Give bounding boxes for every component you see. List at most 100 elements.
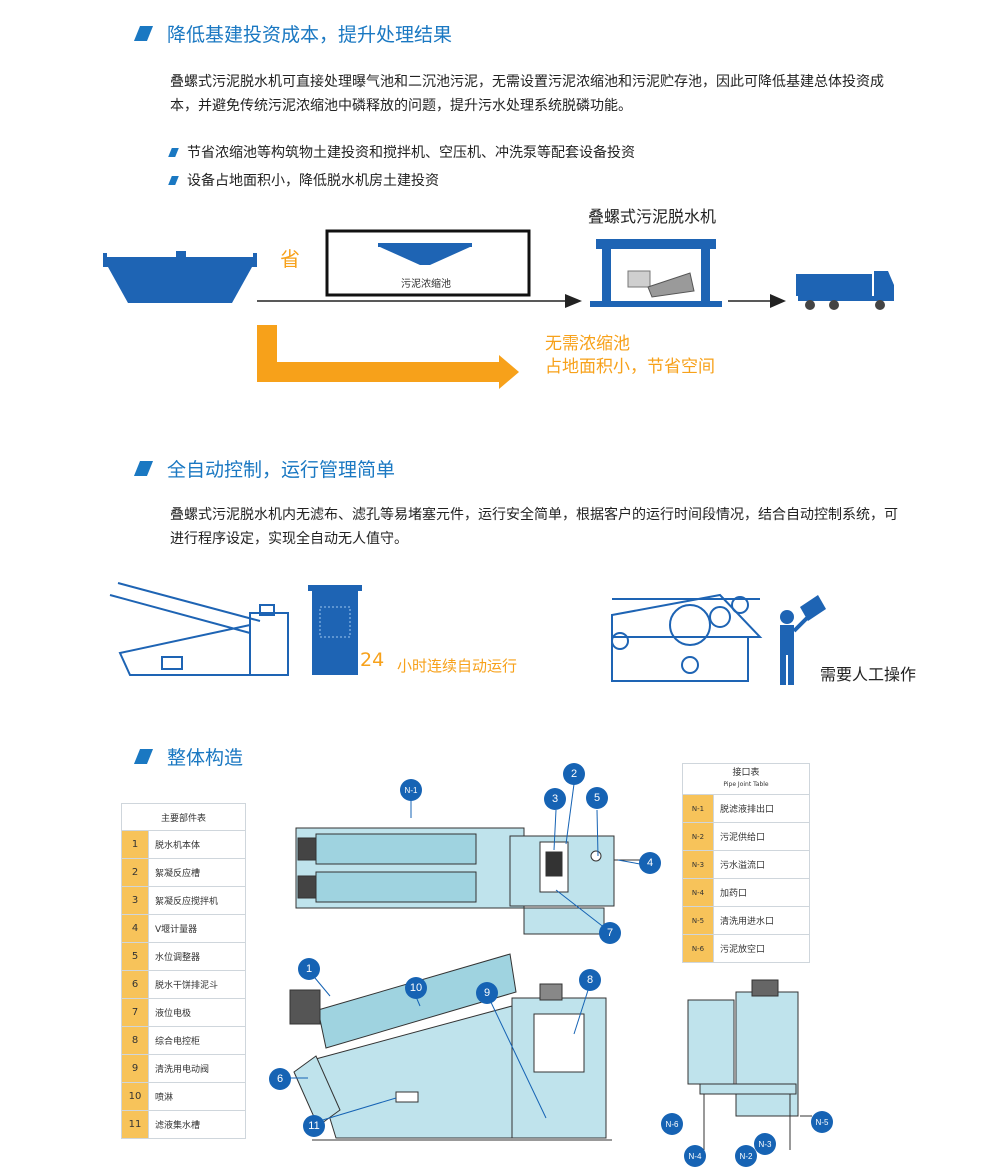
- row-num: 11: [121, 1110, 149, 1139]
- section1-title: 降低基建投资成本，提升处理结果: [133, 20, 453, 47]
- section1-paragraph: 叠螺式污泥脱水机可直接处理曝气池和二沉池污泥，无需设置污泥浓缩池和污泥贮存池，因…: [170, 74, 884, 114]
- row-name: 喷淋: [148, 1082, 246, 1111]
- callout-n2: N-2: [735, 1145, 757, 1167]
- control-cabinet-icon: [308, 585, 362, 675]
- slash-bullet-icon: [168, 175, 179, 185]
- row-name: 加药口: [713, 878, 810, 907]
- thickening-tank-icon: [378, 243, 472, 265]
- callout-n3: N-3: [754, 1133, 776, 1155]
- row-name: 污泥放空口: [713, 934, 810, 963]
- row-num: 3: [121, 886, 149, 915]
- worker-icon: [780, 595, 826, 685]
- callout-2: 2: [563, 763, 585, 785]
- row-name: 絮凝反应搅拌机: [148, 886, 246, 915]
- parts-table-header: 主要部件表: [121, 803, 246, 831]
- hours-unit: 小时连续自动运行: [397, 655, 517, 676]
- screw-press-outline-icon: [109, 582, 289, 676]
- hours-number: 24: [360, 649, 385, 671]
- callout-n1: N-1: [400, 779, 422, 801]
- row-name: 液位电极: [148, 998, 246, 1027]
- section1-title-text: 降低基建投资成本，提升处理结果: [167, 24, 453, 46]
- truck-icon: [796, 271, 894, 310]
- callout-3: 3: [544, 788, 566, 810]
- row-name: 水位调整器: [148, 942, 246, 971]
- row-num: 5: [121, 942, 149, 971]
- save-label: 省: [280, 247, 300, 271]
- bullet-text: 节省浓缩池等构筑物土建投资和搅拌机、空压机、冲洗泵等配套设备投资: [187, 145, 635, 161]
- side-view-drawing: [289, 953, 612, 1141]
- callout-7: 7: [599, 922, 621, 944]
- sedimentation-tank-icon: [103, 251, 257, 303]
- slash-bullet-icon: [133, 461, 154, 476]
- machine-label: 叠螺式污泥脱水机: [588, 207, 717, 226]
- joint-header-cn: 接口表: [732, 768, 760, 778]
- row-num: N-5: [682, 906, 714, 935]
- callout-1: 1: [298, 958, 320, 980]
- callout-4: 4: [639, 852, 661, 874]
- orange-arrow-icon: [257, 325, 519, 389]
- tank-label: 污泥浓缩池: [401, 279, 451, 290]
- callout-5: 5: [586, 787, 608, 809]
- callout-10: 10: [405, 977, 427, 999]
- benefit-line-2: 占地面积小，节省空间: [545, 357, 715, 377]
- row-num: N-6: [682, 934, 714, 963]
- row-num: N-2: [682, 822, 714, 851]
- row-num: 1: [121, 830, 149, 859]
- dewatering-shed-icon: [590, 239, 722, 307]
- row-name: 絮凝反应槽: [148, 858, 246, 887]
- row-name: 污泥供给口: [713, 822, 810, 851]
- callout-9: 9: [476, 982, 498, 1004]
- section2-title-text: 全自动控制，运行管理简单: [167, 459, 396, 481]
- row-num: N-3: [682, 850, 714, 879]
- machine-drawings: [288, 783, 812, 1150]
- thickening-tank-box: [325, 229, 531, 297]
- section3-title: 整体构造: [133, 743, 244, 770]
- section2-paragraph: 叠螺式污泥脱水机内无滤布、滤孔等易堵塞元件，运行安全简单，根据客户的运行时间段情…: [170, 507, 898, 547]
- end-view-drawing: [687, 979, 812, 1150]
- row-name: 脱水干饼排泥斗: [148, 970, 246, 999]
- callout-11: 11: [303, 1115, 325, 1137]
- row-name: 清洗用电动阀: [148, 1054, 246, 1083]
- automation-illustration: [109, 582, 826, 685]
- process-diagram: [103, 229, 894, 389]
- benefit-line-1: 无需浓缩池: [545, 334, 630, 354]
- row-name: 综合电控柜: [148, 1026, 246, 1055]
- row-name: 滤液集水槽: [148, 1110, 246, 1139]
- slash-bullet-icon: [133, 26, 154, 41]
- callout-8: 8: [579, 969, 601, 991]
- section3-title-text: 整体构造: [167, 747, 244, 769]
- section1-bullet-2: 设备占地面积小，降低脱水机房土建投资: [168, 170, 439, 190]
- joint-header-en: Pipe Joint Table: [723, 781, 769, 788]
- row-num: 9: [121, 1054, 149, 1083]
- row-num: 7: [121, 998, 149, 1027]
- belt-press-outline-icon: [611, 593, 763, 682]
- callout-n6: N-6: [661, 1113, 683, 1135]
- bullet-text: 设备占地面积小，降低脱水机房土建投资: [187, 173, 439, 189]
- section2-title: 全自动控制，运行管理简单: [133, 455, 396, 482]
- callout-n5: N-5: [811, 1111, 833, 1133]
- manual-text: 需要人工操作: [820, 665, 917, 684]
- top-view-drawing: [295, 827, 640, 935]
- hours-text: 小时连续自动运行: [397, 657, 518, 675]
- row-num: 6: [121, 970, 149, 999]
- row-name: 脱水机本体: [148, 830, 246, 859]
- row-num: 10: [121, 1082, 149, 1111]
- callout-6: 6: [269, 1068, 291, 1090]
- section1-bullet-1: 节省浓缩池等构筑物土建投资和搅拌机、空压机、冲洗泵等配套设备投资: [168, 142, 635, 162]
